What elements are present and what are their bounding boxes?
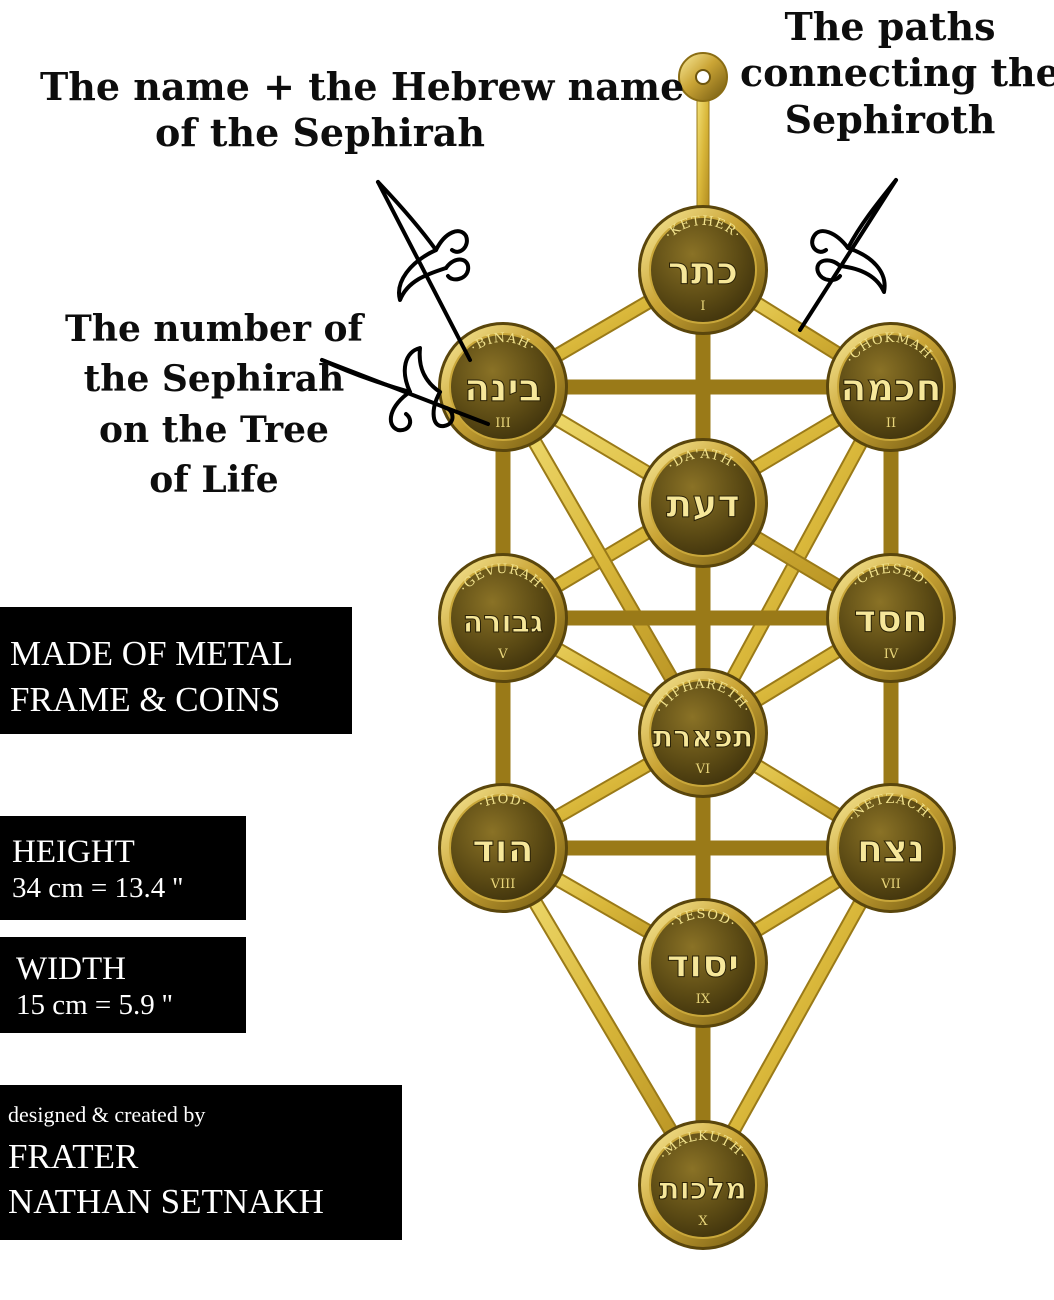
sephirah-number-yesod: IX: [696, 992, 711, 1007]
coin-face: [837, 794, 945, 902]
sephirah-number-gevurah: V: [497, 647, 508, 662]
coin-face: [649, 1131, 757, 1239]
sephirah-hebrew-hod: הוד: [472, 827, 534, 871]
coin-face: [449, 564, 557, 672]
sephirah-hebrew-daath: דעת: [666, 482, 740, 526]
credit-byline: designed & created by: [8, 1102, 206, 1127]
sephirah-number-hod: VIII: [490, 877, 516, 892]
sephirah-number-chokmah: II: [886, 416, 896, 431]
coin-face: [449, 794, 557, 902]
callout-paths: The paths connecting the Sephiroth: [740, 4, 1054, 143]
sephiroth-coins: ·KETHER·כתרI·CHOKMAH·חכמהII·BINAH·בינהII…: [438, 205, 956, 1250]
coin-face: [837, 564, 945, 672]
callout-line: Sephiroth: [784, 96, 996, 142]
height-label: HEIGHT: [12, 834, 135, 870]
width-info-box: WIDTH 15 cm = 5.9 '': [0, 937, 246, 1033]
coin-face: [649, 216, 757, 324]
callout-line: The paths: [784, 4, 996, 49]
sephirah-number-malkuth: X: [698, 1214, 708, 1229]
callout-arrows: [320, 178, 898, 433]
number-callout-arrow: [320, 346, 490, 433]
height-info-box: HEIGHT 34 cm = 13.4 '': [0, 816, 246, 920]
sephirah-number-tiphareth: VI: [695, 762, 711, 777]
callout-line: on the Tree: [99, 408, 329, 451]
sephirah-hebrew-tiphareth: תפארת: [653, 720, 754, 755]
material-line: FRAME & COINS: [10, 679, 281, 719]
sephirah-hebrew-netzach: נצח: [857, 827, 925, 871]
callout-line: the Sephirah: [83, 358, 345, 401]
name-callout-arrow: [376, 180, 472, 362]
coin-face: [649, 909, 757, 1017]
sephirah-number-kether: I: [700, 299, 705, 314]
material-info-box: MADE OF METAL FRAME & COINS: [0, 607, 352, 734]
sephirah-hebrew-kether: כתר: [668, 249, 738, 293]
sephirah-hebrew-yesod: יסוד: [667, 942, 739, 986]
path-binah-tiphareth: [498, 384, 708, 736]
callout-line: of the Sephirah: [154, 110, 486, 156]
sephirah-hebrew-malkuth: מלכות: [659, 1172, 747, 1207]
coin-daath: ·DA'ATH·דעת: [638, 438, 768, 568]
coin-face: [649, 449, 757, 557]
credit-info-box: designed & created by FRATER NATHAN SETN…: [0, 1085, 402, 1240]
credit-name-line: FRATER: [8, 1136, 139, 1176]
coin-face: [449, 333, 557, 441]
material-line: MADE OF METAL: [10, 634, 294, 673]
sephirah-number-binah: III: [495, 416, 510, 431]
coin-face: [649, 679, 757, 787]
callout-line: The name + the Hebrew name: [40, 64, 685, 109]
sephirah-number-chesed: IV: [884, 647, 899, 662]
sephirah-hebrew-gevurah: גבורה: [463, 605, 544, 640]
hanger-hole: [695, 69, 711, 85]
hanging-ring: [678, 52, 728, 216]
credit-name-line: NATHAN SETNAKH: [8, 1182, 324, 1222]
sephirah-hebrew-binah: בינה: [464, 366, 542, 410]
callout-line: of Life: [149, 459, 279, 502]
callout-line: connecting the: [740, 50, 1054, 96]
coin-hod: ·HOD· הוד VIII: [438, 783, 568, 913]
coin-face: [837, 333, 945, 441]
sephirah-number-netzach: VII: [880, 877, 901, 892]
sephirah-hebrew-chesed: חסד: [854, 597, 928, 641]
callout-sephirah-number: The number of the Sephirah on the Tree o…: [64, 304, 364, 506]
sephirah-hebrew-chokmah: חכמה: [840, 366, 941, 410]
path-hod-malkuth: [498, 845, 708, 1188]
width-value: 15 cm = 5.9 '': [16, 988, 173, 1021]
height-value: 34 cm = 13.4 '': [12, 871, 183, 904]
sephirah-name-hod: ·HOD·: [476, 792, 529, 812]
callout-line: The number of: [65, 308, 363, 350]
callout-name-and-hebrew-name: The name + the Hebrew name of the Sephir…: [40, 64, 685, 157]
hanger-stem: [696, 94, 710, 216]
width-label: WIDTH: [16, 951, 126, 987]
paths-callout-arrow: [798, 178, 898, 332]
